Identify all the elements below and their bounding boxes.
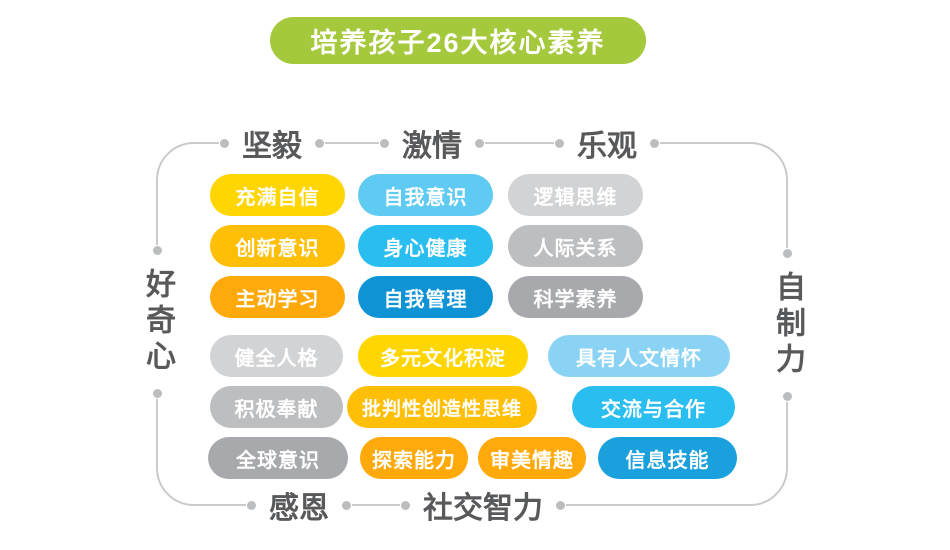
edge-label-text: 坚毅 (242, 130, 302, 163)
connector-dot-icon (220, 138, 229, 148)
edge-label-social-intelligence: 社交智力 (400, 481, 566, 529)
edge-label-text: 社交智力 (423, 492, 543, 525)
title-text: 培养孩子26大核心素养 (310, 28, 606, 58)
edge-label-self-control: 自制力 (770, 248, 804, 402)
competency-pill: 审美情趣 (478, 437, 586, 479)
connector-dot-icon (556, 500, 565, 510)
connector-dot-icon (342, 500, 351, 510)
connector-dot-icon (650, 138, 659, 148)
competency-pill: 充满自信 (210, 174, 345, 216)
competency-pill: 批判性创造性思维 (347, 386, 537, 428)
competency-pill: 自我意识 (358, 174, 493, 216)
edge-label-text: 激情 (402, 130, 462, 163)
competency-pill: 科学素养 (508, 276, 643, 318)
competency-pill: 创新意识 (210, 225, 345, 267)
competency-pill: 逻辑思维 (508, 174, 643, 216)
title-badge: 培养孩子26大核心素养 (270, 17, 646, 64)
edge-label-grit: 坚毅 (219, 119, 325, 167)
competency-pill: 具有人文情怀 (548, 335, 730, 377)
edge-label-optimism: 乐观 (554, 119, 660, 167)
competency-pill: 交流与合作 (572, 386, 735, 428)
competency-pill: 多元文化积淀 (358, 335, 528, 377)
edge-label-gratitude: 感恩 (246, 481, 352, 529)
edge-label-curiosity: 好奇心 (140, 245, 174, 399)
edge-label-text: 好奇心 (141, 268, 174, 376)
connector-dot-icon (401, 500, 410, 510)
edge-label-passion: 激情 (379, 119, 485, 167)
connector-dot-icon (152, 389, 162, 398)
competency-pill: 身心健康 (358, 225, 493, 267)
connector-dot-icon (380, 138, 389, 148)
competency-pill: 信息技能 (598, 437, 737, 479)
connector-dot-icon (475, 138, 484, 148)
competency-pill: 积极奉献 (210, 386, 343, 428)
connector-dot-icon (782, 249, 792, 258)
competency-pill: 人际关系 (508, 225, 643, 267)
connector-dot-icon (315, 138, 324, 148)
competency-pill: 主动学习 (210, 276, 345, 318)
competency-pill: 探索能力 (360, 437, 468, 479)
connector-dot-icon (152, 246, 162, 255)
competency-pill: 自我管理 (358, 276, 493, 318)
edge-label-text: 感恩 (269, 492, 329, 525)
edge-label-text: 自制力 (771, 271, 804, 379)
competency-pill: 全球意识 (208, 437, 348, 479)
connector-dot-icon (782, 392, 792, 401)
connector-dot-icon (247, 500, 256, 510)
competency-pill: 健全人格 (210, 335, 343, 377)
connector-dot-icon (555, 138, 564, 148)
edge-label-text: 乐观 (577, 130, 637, 163)
